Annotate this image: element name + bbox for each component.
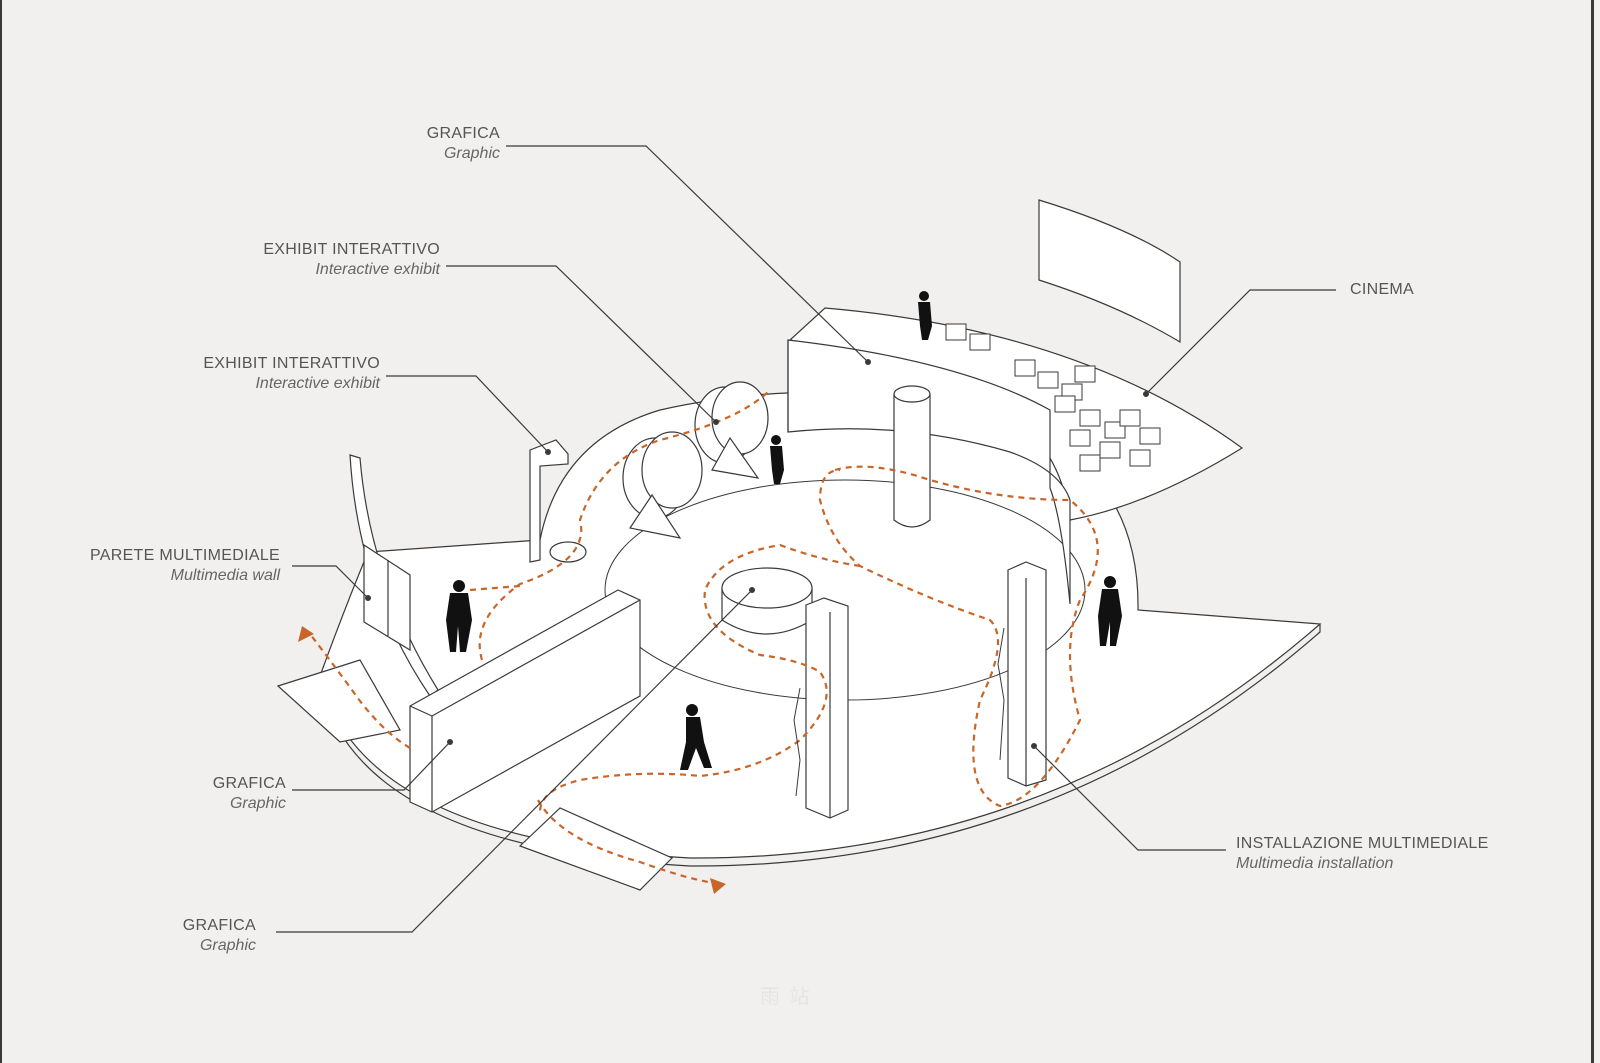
exit-arrow-icon [298, 626, 314, 642]
label-grafica-top-it: GRAFICA [426, 125, 500, 142]
long-graphic-wall [409, 589, 641, 813]
label-cinema: CINEMA [1350, 281, 1470, 299]
label-installazione-it: INSTALLAZIONE MULTIMEDIALE [1236, 835, 1489, 852]
multimedia-installation-panels [805, 561, 1047, 819]
label-grafica-mid-it: GRAFICA [212, 775, 286, 792]
watermark: 雨 站 [760, 986, 812, 1008]
label-parete-en: Multimedia wall [170, 566, 280, 584]
label-installazione: INSTALLAZIONE MULTIMEDIALE Multimedia in… [1236, 835, 1566, 873]
cinema-seats [945, 323, 1161, 472]
round-plinth [721, 567, 813, 635]
interactive-exhibit-wheels [622, 381, 769, 539]
person-icon [918, 291, 932, 340]
path-arrows [298, 626, 726, 894]
person-icon [680, 704, 712, 770]
exit-arrow-icon [710, 878, 726, 894]
label-grafica-top: GRAFICA Graphic [340, 125, 500, 163]
label-installazione-en: Multimedia installation [1236, 854, 1394, 872]
small-panel [529, 439, 587, 563]
label-parete: PARETE MULTIMEDIALE Multimedia wall [20, 547, 280, 585]
label-exhibit-2: EXHIBIT INTERATTIVO Interactive exhibit [140, 355, 380, 393]
label-parete-it: PARETE MULTIMEDIALE [89, 547, 280, 564]
label-grafica-top-en: Graphic [443, 144, 500, 162]
leader-lines [276, 145, 1336, 933]
person-icon [446, 580, 472, 652]
label-exhibit-1: EXHIBIT INTERATTIVO Interactive exhibit [200, 241, 440, 279]
visitor-path [309, 389, 1099, 886]
central-column [893, 385, 931, 528]
person-icon [770, 435, 784, 484]
label-exhibit-2-it: EXHIBIT INTERATTIVO [203, 355, 380, 372]
label-exhibit-1-en: Interactive exhibit [315, 260, 440, 278]
visitor-figures [446, 291, 1122, 770]
label-exhibit-2-en: Interactive exhibit [255, 374, 380, 392]
entrance-exit-ramps [276, 659, 674, 891]
label-exhibit-1-it: EXHIBIT INTERATTIVO [263, 241, 440, 258]
cinema-screen [1038, 199, 1181, 344]
label-grafica-bottom-en: Graphic [199, 936, 256, 954]
wall-figures [793, 627, 1005, 797]
multimedia-wall [349, 454, 439, 697]
person-icon [1098, 576, 1122, 646]
leader-dots [365, 359, 1149, 749]
label-grafica-bottom-it: GRAFICA [182, 917, 256, 934]
label-grafica-mid: GRAFICA Graphic [120, 775, 286, 813]
label-cinema-it: CINEMA [1350, 281, 1415, 298]
label-grafica-mid-en: Graphic [229, 794, 286, 812]
label-grafica-bottom: GRAFICA Graphic [100, 917, 256, 955]
